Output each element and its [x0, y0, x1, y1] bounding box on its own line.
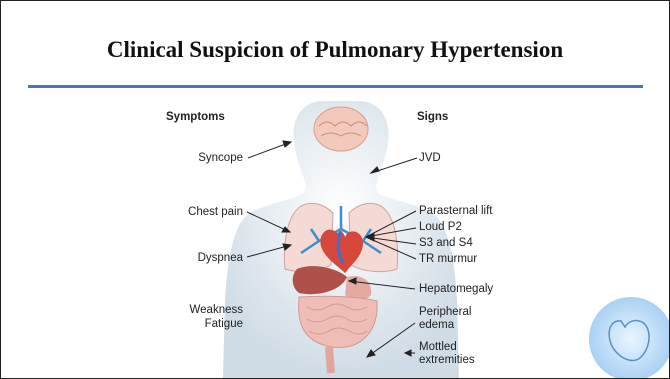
signs-header: Signs [417, 111, 448, 124]
sign-mottled: Mottled [419, 341, 457, 354]
sign-peripheral: Peripheral [419, 306, 471, 319]
sign-hepatomegaly: Hepatomegaly [419, 283, 493, 296]
symptom-fatigue: Fatigue [171, 318, 243, 331]
sign-parasternal-lift: Parasternal lift [419, 205, 493, 218]
sign-extremities: extremities [419, 354, 475, 367]
heart-logo-icon [589, 297, 669, 378]
sign-tr-murmur: TR murmur [419, 253, 477, 266]
symptoms-header: Symptoms [166, 111, 225, 124]
brain [314, 107, 368, 151]
symptom-syncope: Syncope [171, 152, 243, 165]
sign-loud-p2: Loud P2 [419, 221, 462, 234]
symptom-chest-pain: Chest pain [161, 206, 243, 219]
symptom-dyspnea: Dyspnea [171, 252, 243, 265]
symptom-weakness: Weakness [171, 304, 243, 317]
sign-jvd: JVD [419, 152, 441, 165]
sign-edema: edema [419, 319, 454, 332]
sign-s3-s4: S3 and S4 [419, 237, 473, 250]
